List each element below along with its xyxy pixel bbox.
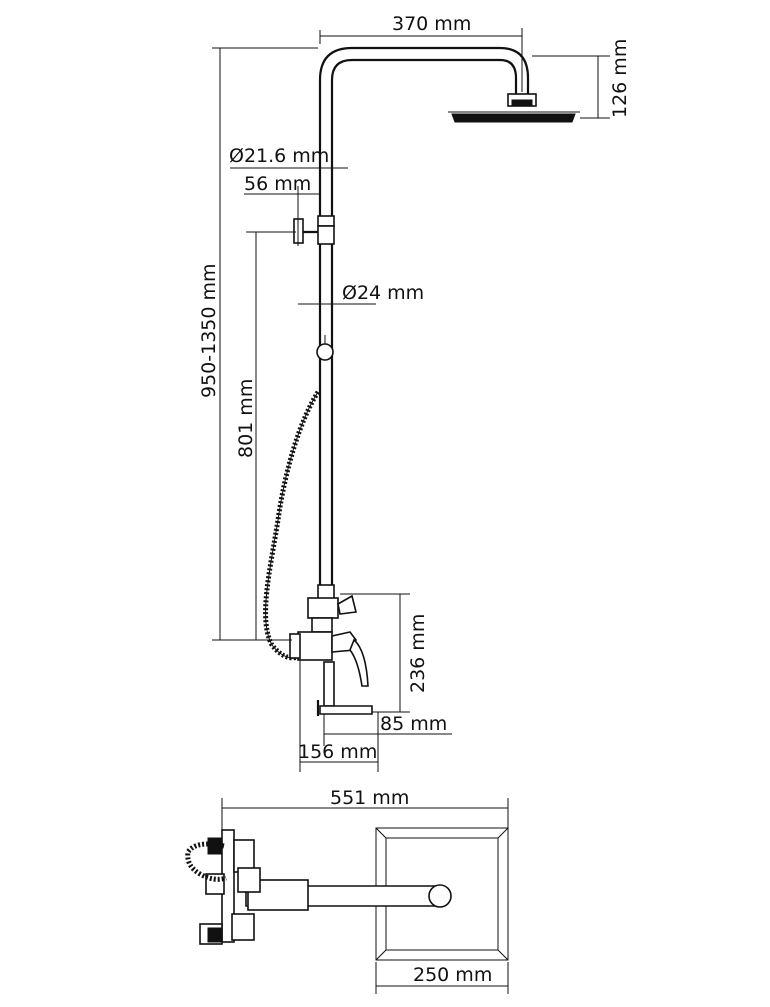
dim-top-view-width: 551 mm (221, 787, 509, 840)
dim-label-801: 801 mm (235, 379, 257, 458)
dim-mixer-depth: 156 mm (298, 741, 378, 763)
top-view: 551 mm (185, 787, 509, 994)
dim-label-950-1350: 950-1350 mm (198, 263, 220, 398)
slider-knob (316, 343, 334, 361)
shower-head (448, 93, 580, 123)
dim-label-236: 236 mm (407, 614, 429, 693)
dim-spout-length: 85 mm (323, 713, 452, 746)
dim-label-156: 156 mm (298, 741, 377, 763)
dim-label-d24: Ø24 mm (342, 282, 424, 304)
mixer-body (289, 584, 373, 716)
dim-label-370: 370 mm (392, 13, 471, 35)
dim-pipe-diameter-upper: Ø21.6 mm (229, 145, 348, 175)
dim-head-arm-length: 370 mm (319, 13, 523, 92)
wall-fittings-top (185, 829, 261, 945)
hand-shower-holder (293, 215, 335, 245)
dim-label-d21-6: Ø21.6 mm (229, 145, 329, 167)
dim-total-height: 950-1350 mm (198, 47, 318, 641)
dim-head-height: 126 mm (532, 39, 631, 119)
dim-label-85: 85 mm (380, 713, 447, 735)
dim-label-126: 126 mm (609, 39, 631, 118)
front-view (263, 46, 580, 772)
dim-holder-offset: 56 mm (244, 173, 321, 246)
dim-mixer-height: 236 mm (340, 593, 429, 713)
dim-label-551: 551 mm (330, 787, 409, 809)
dim-label-250: 250 mm (413, 964, 492, 986)
arm-top (245, 879, 452, 911)
dim-pipe-diameter-lower: Ø24 mm (298, 282, 424, 312)
dim-label-56: 56 mm (244, 173, 311, 195)
dim-head-size: 250 mm (375, 962, 509, 994)
riser-pipe (318, 46, 530, 590)
dim-holder-height: 801 mm (235, 231, 296, 641)
